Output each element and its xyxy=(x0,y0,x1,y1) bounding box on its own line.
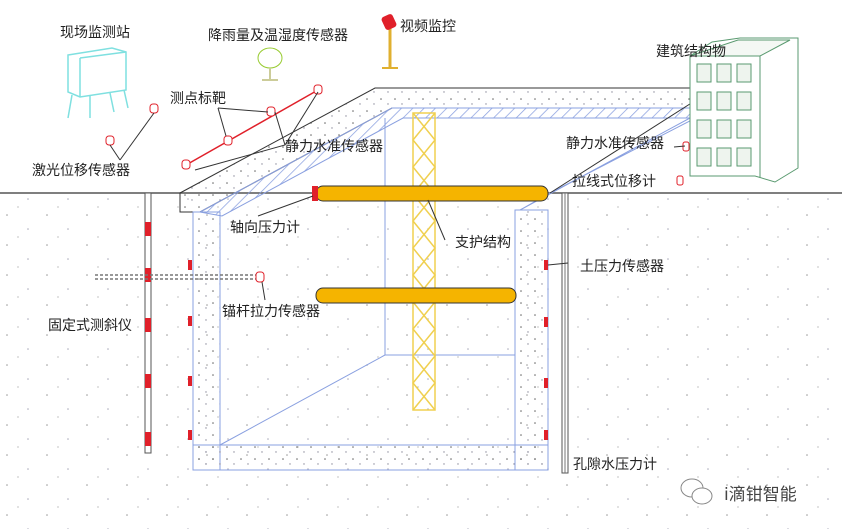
label-earth-pressure: 土压力传感器 xyxy=(580,258,664,275)
label-pore-pressure: 孔隙水压力计 xyxy=(573,457,657,473)
video-camera-icon xyxy=(381,14,398,69)
leader-lines xyxy=(109,91,686,301)
wechat-icon xyxy=(680,478,713,505)
label-anchor: 锚杆拉力传感器 xyxy=(222,303,320,320)
label-level-left: 静力水准传感器 xyxy=(285,138,383,155)
label-support: 支护结构 xyxy=(455,235,511,251)
label-inclinometer: 固定式测斜仪 xyxy=(48,318,132,334)
strut-lower xyxy=(315,287,517,304)
axial-gauge xyxy=(312,186,318,201)
monitoring-station-icon xyxy=(67,47,129,119)
label-targets: 测点标靶 xyxy=(170,91,226,107)
label-wire-gauge: 拉线式位移计 xyxy=(572,174,656,190)
rain-sensor-icon xyxy=(257,47,283,81)
label-level-right: 静力水准传感器 xyxy=(566,135,664,152)
earth-pressure-sensors xyxy=(188,260,548,440)
label-axial: 轴向压力计 xyxy=(230,220,300,236)
anchor-rod xyxy=(95,271,265,283)
label-station: 现场监测站 xyxy=(60,25,130,41)
building-icon xyxy=(689,37,799,183)
survey-targets xyxy=(105,84,690,186)
label-building: 建筑结构物 xyxy=(656,44,726,60)
label-rain-sensor: 降雨量及温湿度传感器 xyxy=(208,27,348,44)
label-video: 视频监控 xyxy=(400,19,456,35)
inclinometer-pipe xyxy=(144,192,152,454)
pit xyxy=(192,118,549,471)
watermark: i滴钳智能 xyxy=(724,485,797,505)
soil xyxy=(0,193,842,529)
support-truss xyxy=(412,112,436,411)
label-laser: 激光位移传感器 xyxy=(32,162,130,179)
strut-upper xyxy=(315,185,549,202)
